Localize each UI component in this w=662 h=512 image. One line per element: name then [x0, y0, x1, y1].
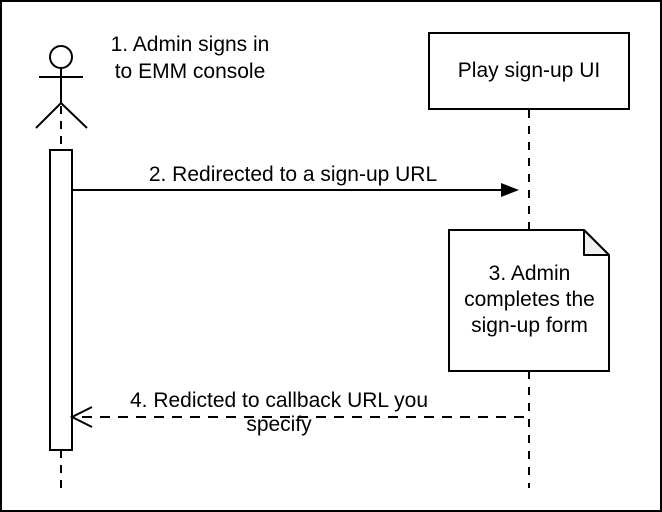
admin-lifeline: [49, 106, 73, 490]
actor-icon: [35, 45, 88, 129]
actor-legs: [35, 101, 88, 129]
message-4-return-arrow: [69, 406, 528, 428]
message-4-label: 4. Redicted to callback URL you specify: [129, 389, 429, 436]
admin-activation-bar: [49, 149, 73, 451]
note-shape: [448, 229, 610, 372]
note-body: [448, 229, 610, 372]
message-4-open-arrowhead-icon: [69, 406, 93, 428]
note-label: 3. Admin completes the sign-up form: [464, 262, 595, 337]
actor-label: 1. Admin signs in to EMM console: [110, 33, 270, 83]
message-2-arrowhead-icon: [501, 183, 519, 197]
actor-head: [49, 45, 73, 69]
message-2-arrow: [72, 183, 519, 197]
message-2-label: 2. Redirected to a sign-up URL: [148, 163, 438, 186]
participant-box: Play sign-up UI: [428, 32, 630, 110]
participant-label: Play sign-up UI: [457, 59, 601, 82]
note-fold-icon: [583, 229, 610, 256]
